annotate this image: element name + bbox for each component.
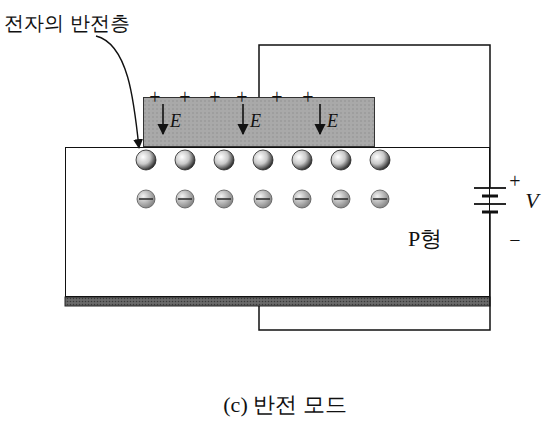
- electron: [292, 150, 312, 170]
- leader-line: [96, 36, 139, 148]
- electron: [214, 150, 234, 170]
- charge-sign: +: [209, 87, 220, 107]
- charge-sign: +: [236, 87, 247, 107]
- electron: [136, 150, 156, 170]
- acceptor-ions: [137, 190, 389, 208]
- substrate-fill: [65, 147, 490, 297]
- ion: [371, 190, 389, 208]
- battery-terminal: +: [509, 171, 520, 191]
- circuit-wire: [259, 45, 490, 330]
- voltage-label: V: [525, 190, 538, 212]
- gate-metal: [143, 97, 375, 147]
- electron: [253, 150, 273, 170]
- field-label: E: [327, 112, 338, 130]
- battery-symbol: [474, 188, 506, 212]
- battery-terminal: −: [509, 230, 520, 250]
- gate-electrode: EEE: [143, 97, 375, 147]
- charge-sign: +: [302, 87, 313, 107]
- field-label: E: [170, 112, 181, 130]
- field-arrows: [163, 104, 320, 134]
- ion: [176, 190, 194, 208]
- ion: [254, 190, 272, 208]
- charge-sign: +: [179, 87, 190, 107]
- electron: [175, 150, 195, 170]
- figure-caption: (c) 반전 모드: [223, 394, 346, 416]
- field-label: E: [250, 112, 261, 130]
- region-label: P형: [408, 228, 442, 250]
- inversion-electrons: [136, 150, 390, 170]
- ion: [293, 190, 311, 208]
- electron: [370, 150, 390, 170]
- electron: [331, 150, 351, 170]
- ion: [332, 190, 350, 208]
- p-substrate: P형: [65, 147, 490, 297]
- charge-sign: +: [271, 87, 282, 107]
- ion: [215, 190, 233, 208]
- charge-sign: +: [149, 87, 160, 107]
- callout-label: 전자의 반전층: [4, 13, 130, 33]
- ion: [137, 190, 155, 208]
- bottom-contact: [65, 297, 490, 306]
